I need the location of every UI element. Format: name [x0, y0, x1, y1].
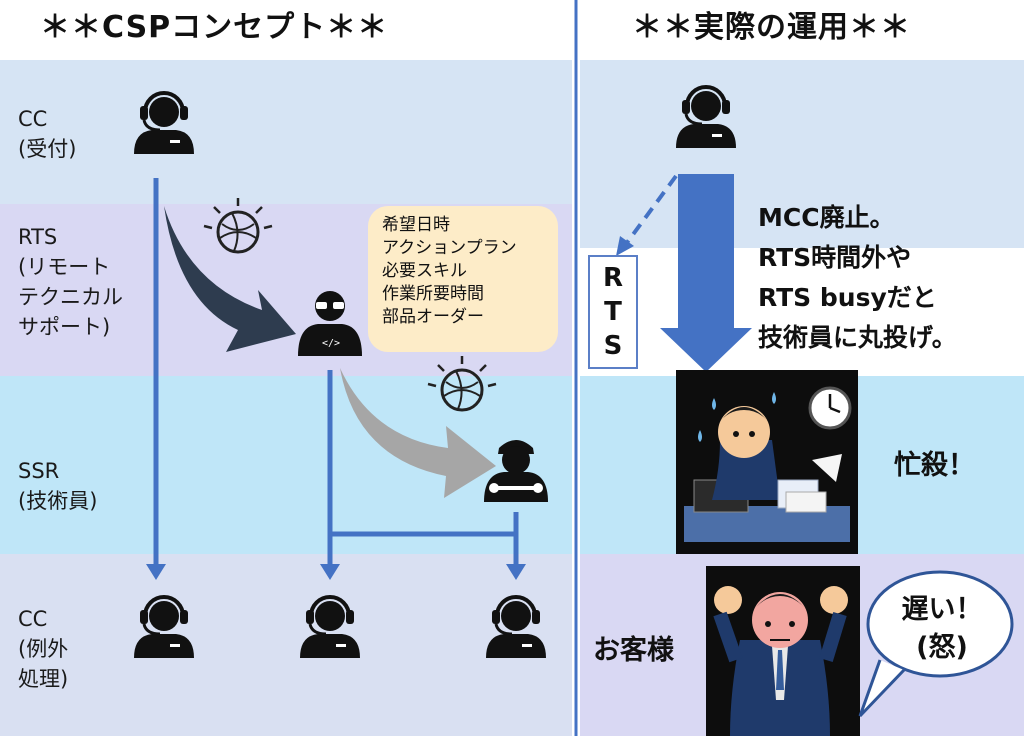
row-label-cc-top: CC (受付): [18, 107, 77, 161]
rts-box: R T S: [588, 255, 638, 369]
row-label-cc-bottom: CC (例外 処理): [18, 607, 69, 691]
mechanic-icon: [484, 440, 548, 502]
headset-operator-icon: [298, 595, 362, 660]
big-down-arrow: [660, 174, 752, 372]
info-bubble: [368, 206, 558, 352]
gray-curved-arrow: [340, 368, 496, 498]
operation-note: MCC廃止。 RTS時間外や RTS busyだと 技術員に丸投げ。: [758, 203, 957, 352]
busy-worker-illustration: [676, 370, 858, 554]
headset-operator-icon: [132, 595, 196, 660]
headset-operator-icon: [484, 595, 548, 660]
right-title: ＊＊実際の運用＊＊: [632, 10, 911, 45]
dashed-arrow-to-rts: [616, 174, 678, 256]
svg-text:</>: </>: [322, 338, 340, 349]
headset-operator-icon: [674, 85, 738, 150]
speech-bubble-angry: [858, 570, 1014, 718]
band-cc-top-left: [0, 60, 572, 204]
developer-icon: </>: [298, 291, 362, 356]
info-bubble-text: 希望日時 アクションプラン 必要スキル 作業所要時間 部品オーダー: [382, 215, 517, 327]
band-top-right: [580, 60, 1024, 248]
dark-curved-arrow: [164, 206, 296, 352]
band-cc-bottom-left: [0, 554, 572, 736]
headset-operator-icon: [132, 91, 196, 156]
customer-label: お客様: [593, 635, 674, 666]
row-label-rts: RTS (リモート テクニカル サポート): [18, 225, 123, 339]
brain-bulb-icon: [426, 354, 498, 412]
angry-customer-illustration: [706, 566, 860, 736]
row-label-ssr: SSR (技術員): [18, 459, 98, 513]
brain-bulb-icon: [202, 196, 274, 254]
speech-text: 遅い！ (怒): [901, 594, 983, 663]
flow-arrows-left: [146, 178, 526, 580]
left-title: ＊＊CSPコンセプト＊＊: [40, 10, 389, 45]
clock-icon: [808, 386, 852, 430]
busy-label: 忙殺！: [894, 450, 975, 481]
